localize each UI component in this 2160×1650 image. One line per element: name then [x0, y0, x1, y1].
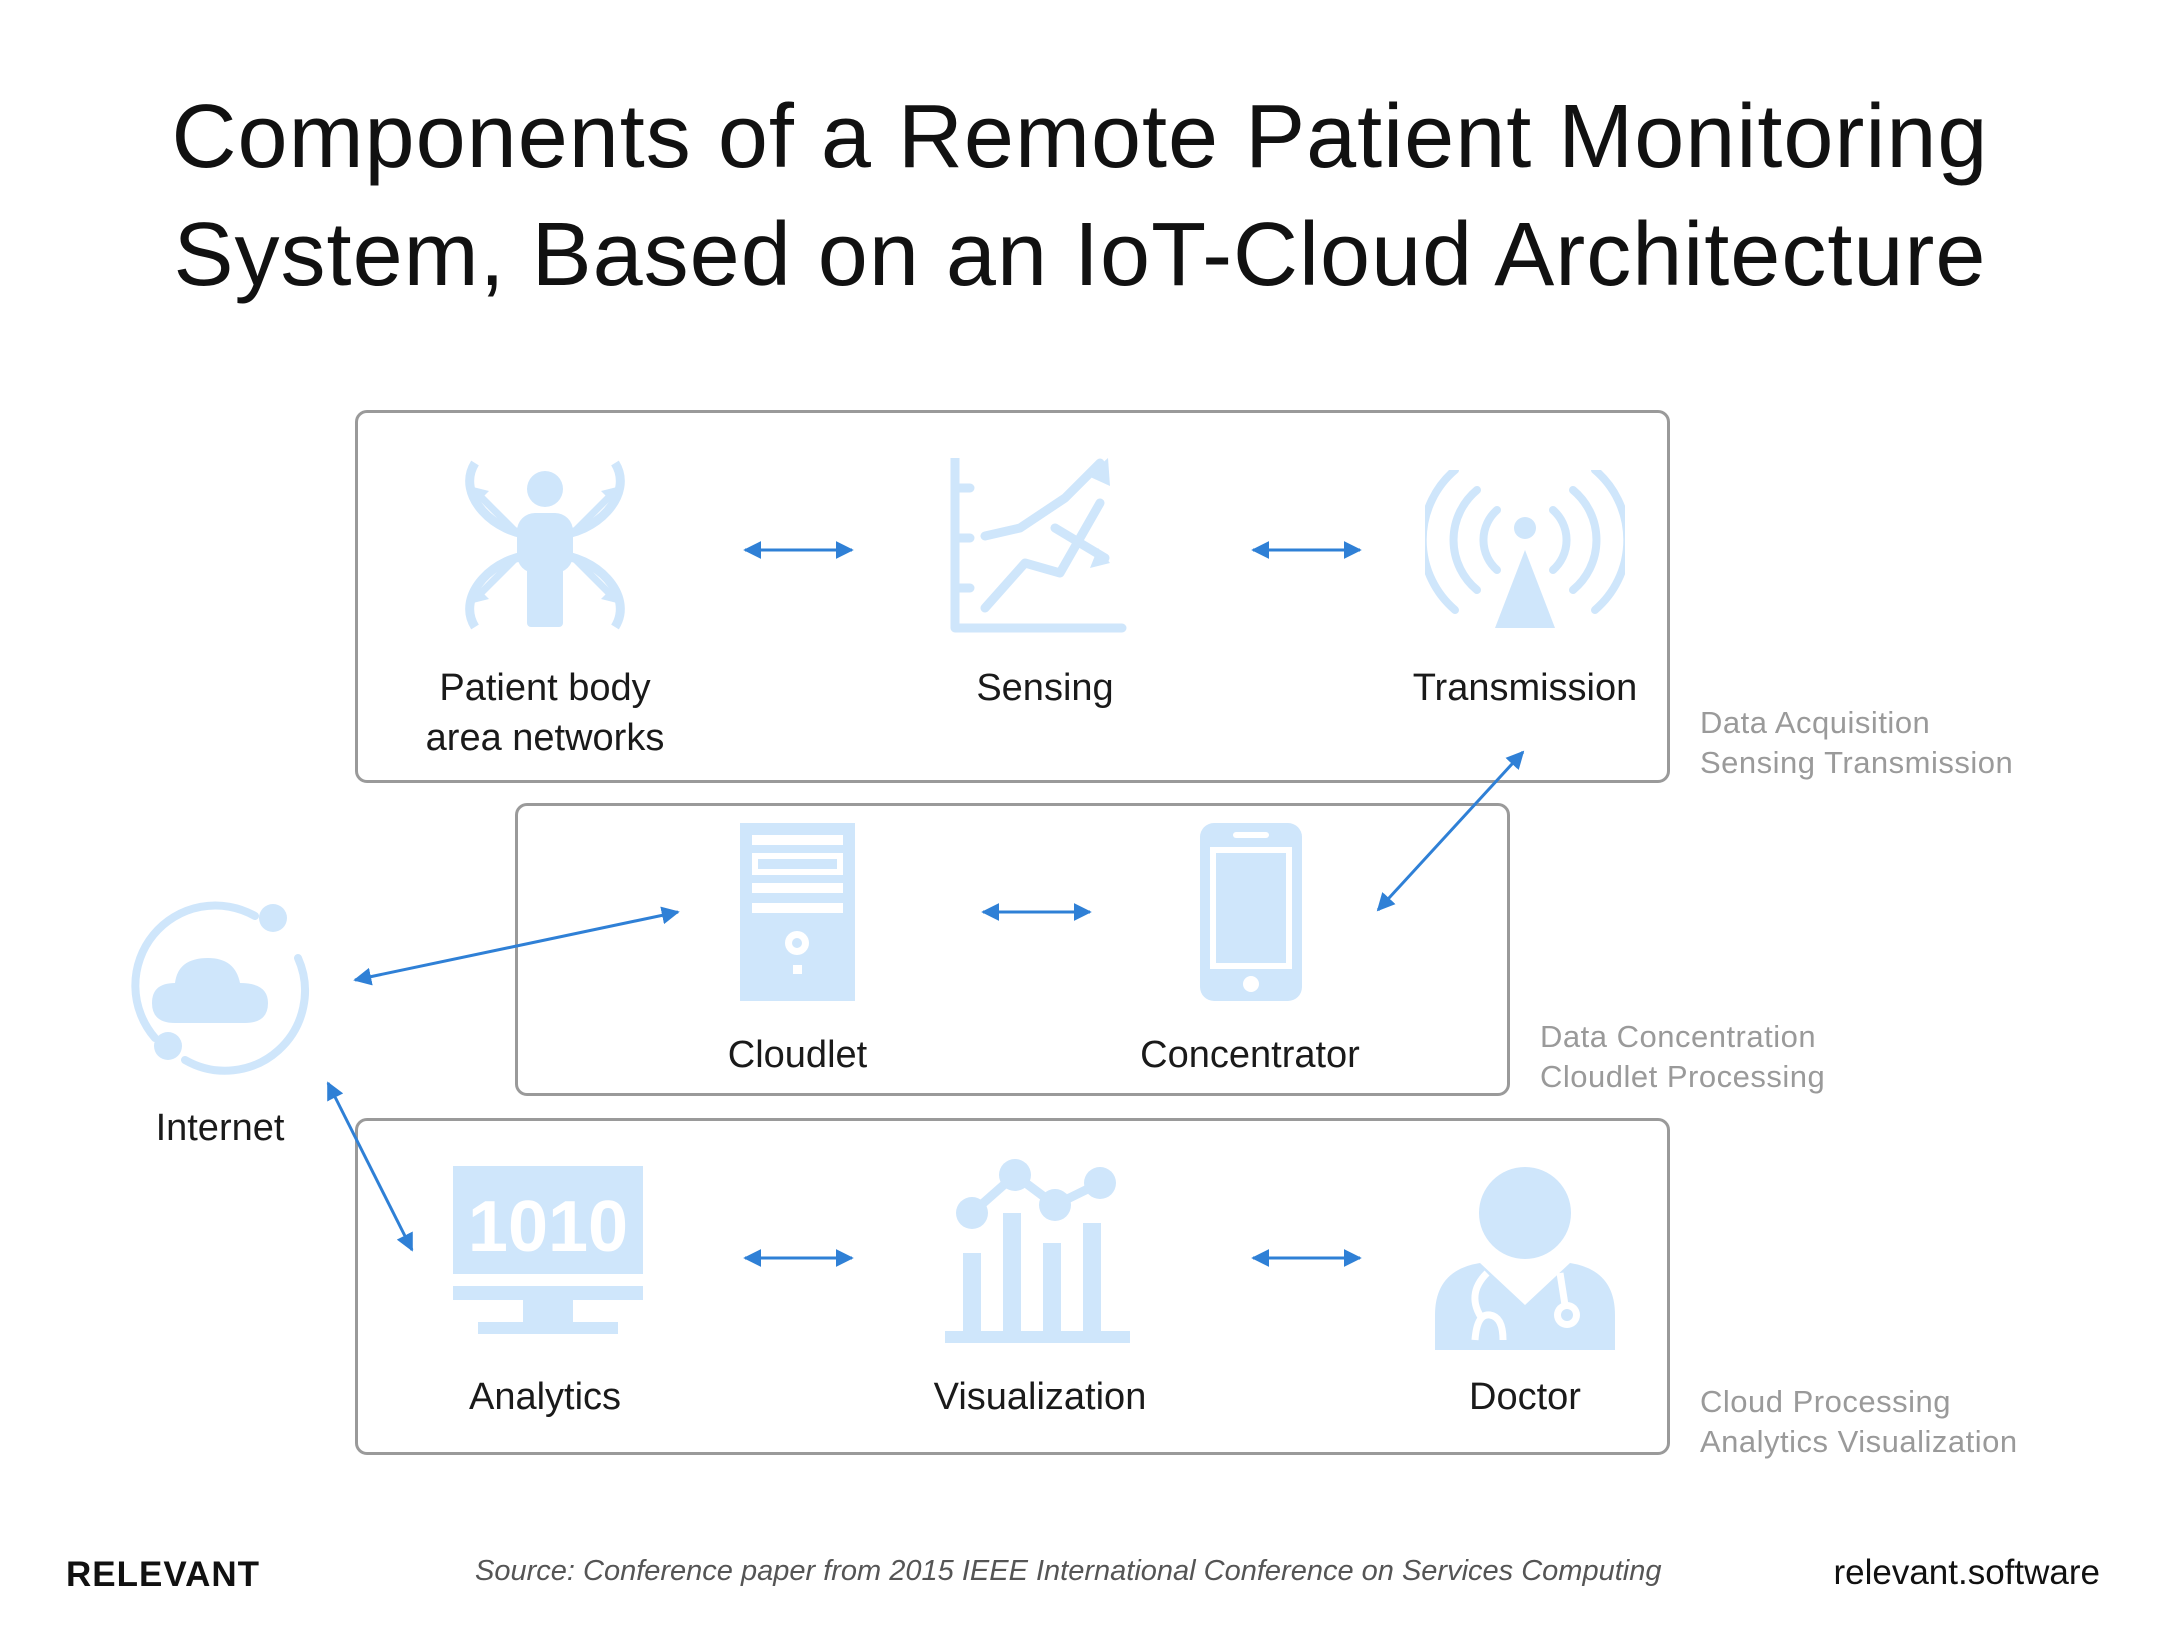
server-icon — [740, 823, 855, 1001]
patient-label-line2: area networks — [425, 717, 665, 759]
cloud-side-line2: Analytics Visualization — [1700, 1424, 2018, 1459]
monitor-binary-icon: 1010 — [453, 1166, 643, 1334]
body-network-icon — [465, 460, 625, 630]
antenna-icon — [1425, 470, 1625, 628]
concentration-side-line2: Cloudlet Processing — [1540, 1059, 1826, 1094]
site-url: relevant.software — [1833, 1553, 2100, 1592]
cloud-layer-box — [355, 1118, 1670, 1455]
concentration-side-line1: Data Concentration — [1540, 1019, 1817, 1054]
concentration-side-label: Data Concentration Cloudlet Processing — [1540, 1017, 1825, 1097]
concentrator-label: Concentrator — [1140, 1034, 1360, 1076]
source-citation: Source: Conference paper from 2015 IEEE … — [475, 1555, 1662, 1587]
acquisition-layer-box — [355, 410, 1670, 783]
cloud-side-label: Cloud Processing Analytics Visualization — [1700, 1382, 2018, 1462]
cloudlet-label: Cloudlet — [727, 1034, 868, 1076]
cloud-side-line1: Cloud Processing — [1700, 1384, 1951, 1419]
arrow-internet-cloudlet — [353, 906, 680, 986]
binary-screen-text: 1010 — [468, 1187, 628, 1267]
cloud-orbit-icon — [131, 901, 309, 1075]
patient-label-line1: Patient body — [439, 667, 651, 709]
diagram-title-line1: Components of a Remote Patient Monitorin… — [171, 87, 1989, 187]
brand-logo: RELEVANT — [66, 1555, 261, 1594]
sensing-label: Sensing — [976, 667, 1114, 709]
acquisition-side-label: Data Acquisition Sensing Transmission — [1700, 703, 2013, 783]
patient-node-label: Patient body area networks — [390, 663, 700, 763]
arrow-transmission-concentrator — [1376, 750, 1525, 912]
analytics-label: Analytics — [468, 1376, 622, 1418]
smartphone-icon — [1200, 823, 1302, 1001]
bar-chart-icon — [945, 1159, 1130, 1343]
arrow-internet-analytics — [326, 1081, 414, 1252]
internet-label: Internet — [155, 1107, 285, 1149]
acquisition-side-line1: Data Acquisition — [1700, 705, 1931, 740]
diagram-title-line2: System, Based on an IoT-Cloud Architectu… — [173, 205, 1987, 305]
chart-trend-icon — [950, 458, 1127, 633]
doctor-label: Doctor — [1469, 1376, 1581, 1418]
visualization-label: Visualization — [933, 1376, 1147, 1418]
transmission-label: Transmission — [1412, 667, 1638, 709]
doctor-icon — [1435, 1167, 1615, 1350]
acquisition-side-line2: Sensing Transmission — [1700, 745, 2014, 780]
